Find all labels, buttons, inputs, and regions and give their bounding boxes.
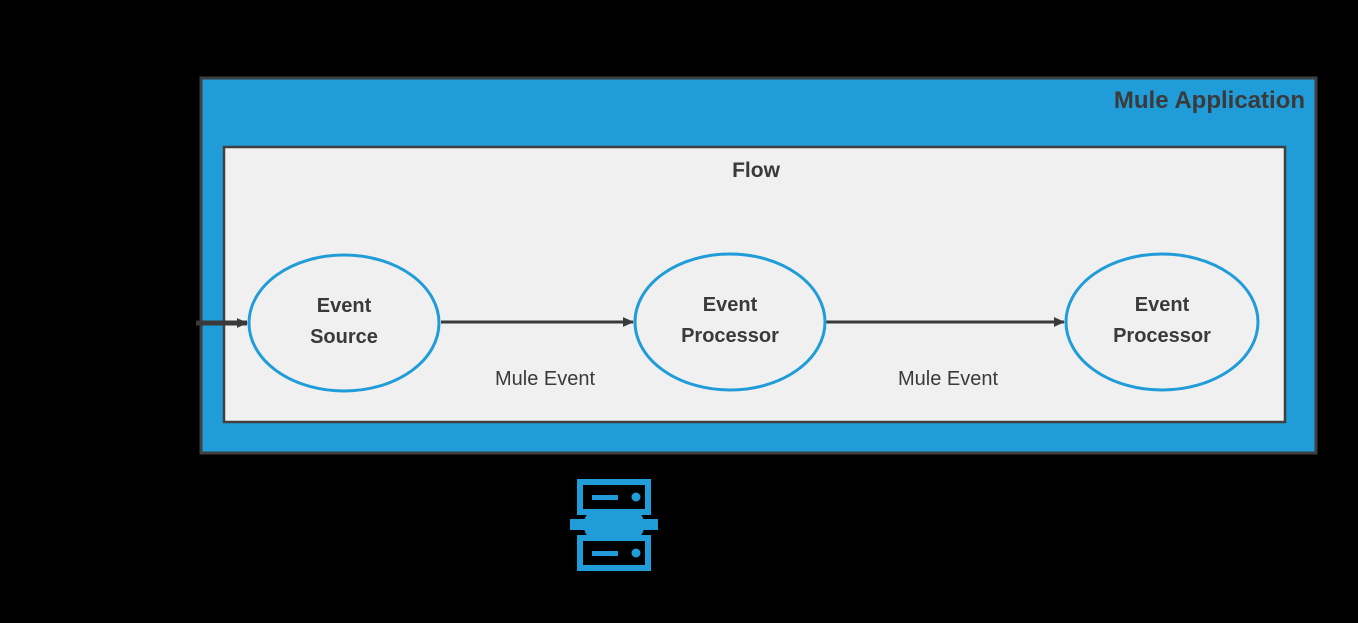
event-processor-2-label-line-1: Event [1135,294,1190,316]
edge-label-mule-event-2: Mule Event [898,368,998,390]
event-processor-2-ellipse [1064,252,1260,392]
server-rack-top-led-bar [592,495,618,500]
event-source-label-line-1: Event [317,295,372,317]
server-rack-bottom [577,535,651,571]
node-event-source[interactable]: Event Source [247,253,441,393]
event-processor-2-label-line-2: Processor [1113,325,1211,347]
node-event-processor-1[interactable]: Event Processor [633,252,827,392]
mule-runtime-server-icon [570,479,658,571]
mule-application-title: Mule Application [1114,87,1305,114]
event-source-label-line-2: Source [310,326,378,348]
event-processor-1-ellipse [633,252,827,392]
flow-title: Flow [732,159,780,182]
server-rack-bottom-led-dot [631,548,641,558]
event-processor-1-label-line-2: Processor [681,325,779,347]
event-processor-1-label-line-1: Event [703,294,758,316]
server-rack-top-led-dot [631,492,641,502]
server-capsule-stub-left [570,519,588,530]
server-rack-bottom-led-bar [592,551,618,556]
server-center-capsule [584,510,644,540]
edge-label-mule-event-1: Mule Event [495,368,595,390]
server-capsule-stub-right [640,519,658,530]
event-source-ellipse [247,253,441,393]
node-event-processor-2[interactable]: Event Processor [1064,252,1260,392]
